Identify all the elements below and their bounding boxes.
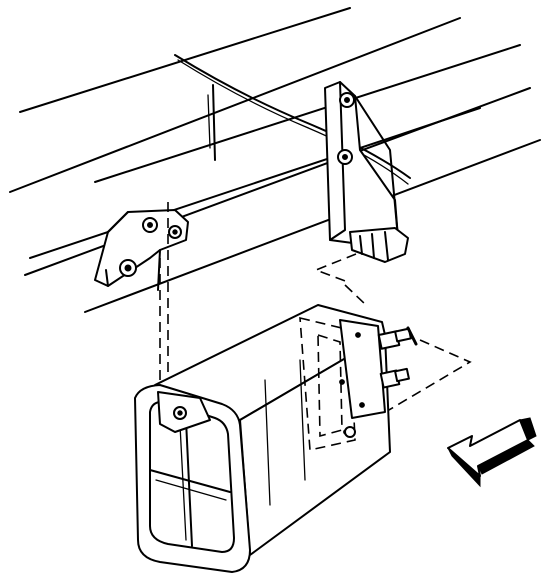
mounting-bolt	[339, 92, 355, 108]
front-mounting-bracket	[94, 209, 189, 291]
alignment-lines	[159, 202, 472, 421]
frame-rail	[9, 7, 541, 313]
mounting-bolt	[142, 217, 158, 233]
mounting-bolt	[168, 225, 182, 239]
mounting-bolt	[337, 149, 353, 165]
rear-mounting-bracket	[324, 81, 409, 263]
mounting-bolt	[119, 259, 137, 277]
brake-line	[174, 54, 411, 185]
canister-rear-mount	[299, 316, 386, 451]
direction-arrow-icon	[447, 417, 537, 488]
vent-connector	[377, 326, 418, 389]
